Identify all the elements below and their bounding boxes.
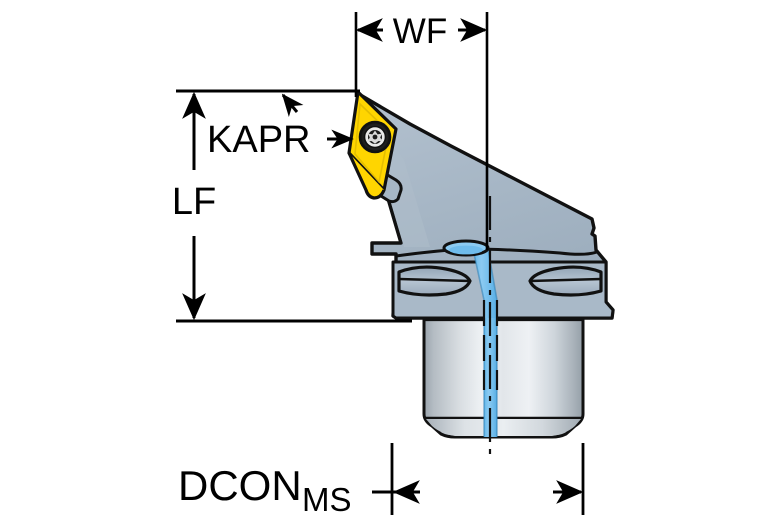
coromant-capto-shank bbox=[422, 316, 585, 439]
screw-torx-center bbox=[372, 134, 378, 140]
kapr-label: KAPR bbox=[207, 119, 310, 161]
coolant-outlet-inner bbox=[449, 245, 483, 255]
dcon-label: DCON bbox=[178, 462, 302, 509]
cutting-insert bbox=[347, 90, 403, 204]
coupling-slot-left-line bbox=[398, 277, 471, 283]
wf-label: WF bbox=[393, 12, 447, 51]
dimension-kapr: KAPR bbox=[207, 93, 354, 161]
coupling-slot-right-line bbox=[529, 277, 602, 283]
kapr-arrow-to-reference-line bbox=[281, 93, 304, 117]
dimension-wf: WF bbox=[354, 12, 489, 250]
dcon-subscript-label: MS bbox=[302, 481, 352, 518]
insert-nose bbox=[347, 152, 386, 200]
shank-body bbox=[422, 316, 585, 439]
dimension-lf: LF bbox=[172, 89, 412, 323]
hidden-bore-lines bbox=[482, 300, 499, 390]
dimension-dcon-ms: DCON MS bbox=[178, 443, 585, 518]
head-underface-curve bbox=[395, 247, 598, 258]
shank-end-band bbox=[426, 419, 581, 436]
centerline bbox=[482, 196, 499, 455]
lf-label: LF bbox=[172, 181, 216, 223]
coupling-slots bbox=[397, 265, 603, 297]
tool-body bbox=[355, 91, 615, 320]
